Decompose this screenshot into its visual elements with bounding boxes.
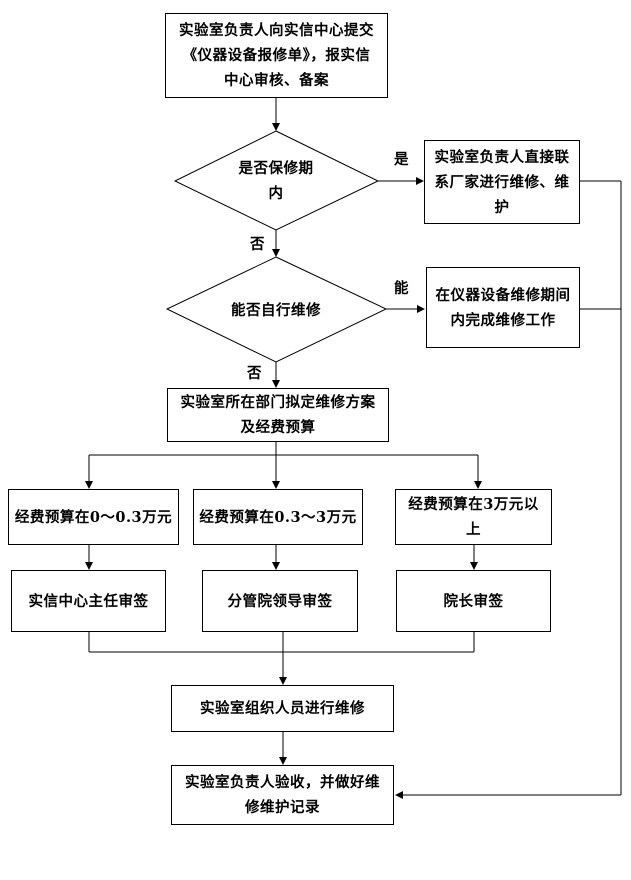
approve-director-text: 实信中心主任审签 xyxy=(28,592,149,610)
budget-high-box: 经费预算在3万元以上 xyxy=(395,489,552,545)
edge-label-no-self-repair: 否 xyxy=(247,365,262,382)
contact-vendor-box: 实验室负责人直接联系厂家进行维修、维护 xyxy=(424,140,580,224)
approve-vp-box: 分管院领导审签 xyxy=(202,570,358,632)
accept-record-box: 实验室负责人验收，并做好维修维护记录 xyxy=(171,765,394,825)
approve-president-text: 院长审签 xyxy=(443,592,504,610)
budget-mid-text: 经费预算在0.3～3万元 xyxy=(199,508,357,526)
complete-repair-box: 在仪器设备维修期间内完成维修工作 xyxy=(426,267,580,348)
approve-president-box: 院长审签 xyxy=(396,570,551,632)
organize-repair-box: 实验室组织人员进行维修 xyxy=(171,685,394,732)
plan-budget-box: 实验室所在部门拟定维修方案及经费预算 xyxy=(167,388,389,442)
budget-low-text: 经费预算在0～0.3万元 xyxy=(14,508,173,526)
budget-high-text: 经费预算在3万元以上 xyxy=(408,496,539,538)
approve-vp-text: 分管院领导审签 xyxy=(227,592,333,610)
decision-warranty-text: 是否保修期内 xyxy=(238,160,314,202)
plan-budget-text: 实验室所在部门拟定维修方案及经费预算 xyxy=(180,394,376,436)
approve-director-box: 实信中心主任审签 xyxy=(11,570,166,632)
contact-vendor-text: 实验室负责人直接联系厂家进行维修、维护 xyxy=(434,148,570,216)
accept-record-text: 实验室负责人验收，并做好维修维护记录 xyxy=(185,774,380,816)
organize-repair-text: 实验室组织人员进行维修 xyxy=(200,700,365,717)
edge-label-no-warranty: 否 xyxy=(250,236,265,253)
submit-repair-form-text: 实验室负责人向实信中心提交《仪器设备报修单》，报实信中心审核、备案 xyxy=(179,22,374,89)
decision-warranty: 是否保修期内 xyxy=(220,155,332,207)
submit-repair-form-box: 实验室负责人向实信中心提交《仪器设备报修单》，报实信中心审核、备案 xyxy=(165,13,388,98)
edge-label-can: 能 xyxy=(394,280,409,297)
decision-self-repair: 能否自行维修 xyxy=(210,296,342,324)
budget-mid-box: 经费预算在0.3～3万元 xyxy=(193,489,363,545)
budget-low-box: 经费预算在0～0.3万元 xyxy=(8,489,179,545)
decision-self-repair-text: 能否自行维修 xyxy=(231,301,321,319)
edge-label-yes: 是 xyxy=(394,151,409,168)
complete-repair-text: 在仪器设备维修期间内完成维修工作 xyxy=(435,286,571,329)
